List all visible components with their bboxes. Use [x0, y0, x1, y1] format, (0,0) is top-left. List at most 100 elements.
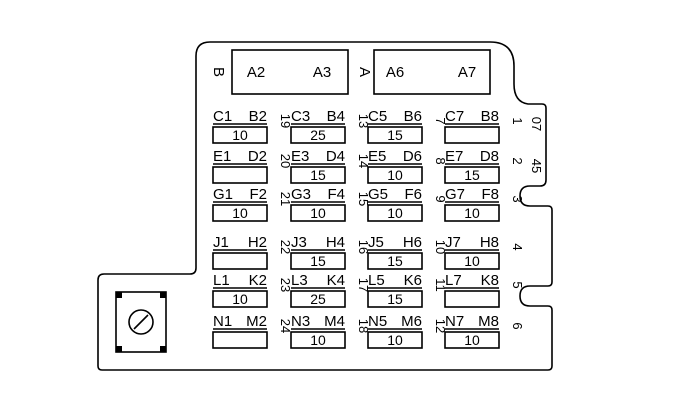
- fuse-position-22: 22: [278, 240, 293, 254]
- fuse-g5-f6-label-right: F6: [404, 186, 422, 203]
- fuse-l3-k4-label-left: L3: [291, 272, 308, 289]
- fuse-e7-d8-rating: 15: [464, 167, 480, 183]
- fuse-j7-h8-slot: [444, 252, 500, 270]
- fuse-n3-m4-rating: 10: [310, 332, 326, 348]
- fuse-c7-b8-slot: [444, 126, 500, 144]
- fuse-c5-b6-label-left: C5: [368, 108, 387, 125]
- fuse-g7-f8-label-right: F8: [481, 186, 499, 203]
- fuse-j7-h8-rating: 10: [464, 253, 480, 269]
- fuse-g5-f6-label-left: G5: [368, 186, 388, 203]
- fuse-c3-b4-label-left: C3: [291, 108, 310, 125]
- fuse-g7-f8-slot: [444, 204, 500, 222]
- fuse-l5-k6-label-left: L5: [368, 272, 385, 289]
- fuse-l1-k2-label-right: K2: [249, 272, 267, 289]
- fuse-e3-d4-slot: [290, 166, 346, 184]
- fuse-l7-k8-label-left: L7: [445, 272, 462, 289]
- fuse-n5-m6-label-right: M6: [401, 313, 422, 330]
- fuse-position-14: 14: [356, 154, 371, 168]
- fuse-c1-b2-rating: 10: [232, 127, 248, 143]
- relay-slot-a2: [231, 49, 349, 95]
- mounting-screw: [115, 291, 167, 353]
- fuse-e3-d4-rating: 15: [310, 167, 326, 183]
- fuse-c1-b2-label-right: B2: [249, 108, 267, 125]
- fuse-e5-d6-label-right: D6: [403, 148, 422, 165]
- fuse-position-11: 11: [433, 278, 448, 292]
- fuse-position-23: 23: [278, 278, 293, 292]
- fuse-e7-d8-slot: [444, 166, 500, 184]
- fuse-g1-f2-rating: 10: [232, 205, 248, 221]
- fuse-n1-m2-label-right: M2: [246, 313, 267, 330]
- fuse-e3-d4-label-left: E3: [291, 148, 309, 165]
- fuse-g1-f2-slot: [212, 204, 268, 222]
- fuse-j1-h2-label-left: J1: [213, 234, 229, 251]
- fuse-l3-k4-rating: 25: [310, 291, 326, 307]
- fuse-c5-b6-slot: [367, 126, 423, 144]
- fuse-position-7: 7: [433, 117, 448, 124]
- fuse-l1-k2-label-left: L1: [213, 272, 230, 289]
- fuse-g5-f6-slot: [367, 204, 423, 222]
- fuse-position-15: 15: [356, 192, 371, 206]
- fuse-position-16: 16: [356, 240, 371, 254]
- fuse-g3-f4-label-right: F4: [327, 186, 345, 203]
- fuse-e5-d6-label-left: E5: [368, 148, 386, 165]
- fuse-position-12: 12: [433, 319, 448, 333]
- fuse-e5-d6-rating: 10: [387, 167, 403, 183]
- fuse-j1-h2-label-right: H2: [248, 234, 267, 251]
- fuse-position-6: 6: [510, 322, 525, 329]
- fuse-j5-h6-label-left: J5: [368, 234, 384, 251]
- fuse-j5-h6-label-right: H6: [403, 234, 422, 251]
- fuse-c5-b6-rating: 15: [387, 127, 403, 143]
- fuse-g1-f2-label-left: G1: [213, 186, 233, 203]
- fuse-c3-b4-label-right: B4: [327, 108, 345, 125]
- fuse-position-2: 2: [510, 157, 525, 164]
- fuse-g1-f2-label-right: F2: [249, 186, 267, 203]
- fuse-l5-k6-label-right: K6: [404, 272, 422, 289]
- fuse-l1-k2-slot: [212, 290, 268, 308]
- fuse-j3-h4-slot: [290, 252, 346, 270]
- fuse-c3-b4-slot: [290, 126, 346, 144]
- fuse-g3-f4-slot: [290, 204, 346, 222]
- fuse-g5-f6-rating: 10: [387, 205, 403, 221]
- fuse-position-8: 8: [433, 157, 448, 164]
- fuse-n3-m4-label-right: M4: [324, 313, 345, 330]
- relay-label-a2: A2: [247, 64, 265, 81]
- relay-label-a7: A7: [458, 64, 476, 81]
- fuse-n5-m6-slot: [367, 331, 423, 349]
- fuse-j3-h4-rating: 15: [310, 253, 326, 269]
- fuse-c1-b2-label-left: C1: [213, 108, 232, 125]
- fuse-g7-f8-rating: 10: [464, 205, 480, 221]
- fuse-n7-m8-slot: [444, 331, 500, 349]
- fuse-n3-m4-slot: [290, 331, 346, 349]
- fuse-e1-d2-label-left: E1: [213, 148, 231, 165]
- fuse-e7-d8-label-left: E7: [445, 148, 463, 165]
- fuse-position-9: 9: [433, 195, 448, 202]
- fuse-position-10: 10: [433, 240, 448, 254]
- fuse-position-3: 3: [510, 195, 525, 202]
- fuse-j3-h4-label-right: H4: [326, 234, 345, 251]
- relay-group-a-label: A: [356, 67, 373, 77]
- fuse-n5-m6-rating: 10: [387, 332, 403, 348]
- fuse-l7-k8-slot: [444, 290, 500, 308]
- fuse-g3-f4-label-left: G3: [291, 186, 311, 203]
- fuse-position-13: 13: [356, 114, 371, 128]
- fuse-position-5: 5: [510, 281, 525, 288]
- fuse-n3-m4-label-left: N3: [291, 313, 310, 330]
- fuse-e1-d2-slot: [212, 166, 268, 184]
- fuse-j5-h6-slot: [367, 252, 423, 270]
- edge-label-07: 07: [529, 117, 544, 131]
- fuse-position-21: 21: [278, 192, 293, 206]
- fuse-n5-m6-label-left: N5: [368, 313, 387, 330]
- fuse-n1-m2-slot: [212, 331, 268, 349]
- fuse-e5-d6-slot: [367, 166, 423, 184]
- fuse-position-19: 19: [278, 114, 293, 128]
- fuse-j5-h6-rating: 15: [387, 253, 403, 269]
- fuse-position-1: 1: [510, 117, 525, 124]
- fuse-c5-b6-label-right: B6: [404, 108, 422, 125]
- fuse-j7-h8-label-right: H8: [480, 234, 499, 251]
- fuse-j3-h4-label-left: J3: [291, 234, 307, 251]
- fuse-g7-f8-label-left: G7: [445, 186, 465, 203]
- fuse-e1-d2-label-right: D2: [248, 148, 267, 165]
- fuse-g3-f4-rating: 10: [310, 205, 326, 221]
